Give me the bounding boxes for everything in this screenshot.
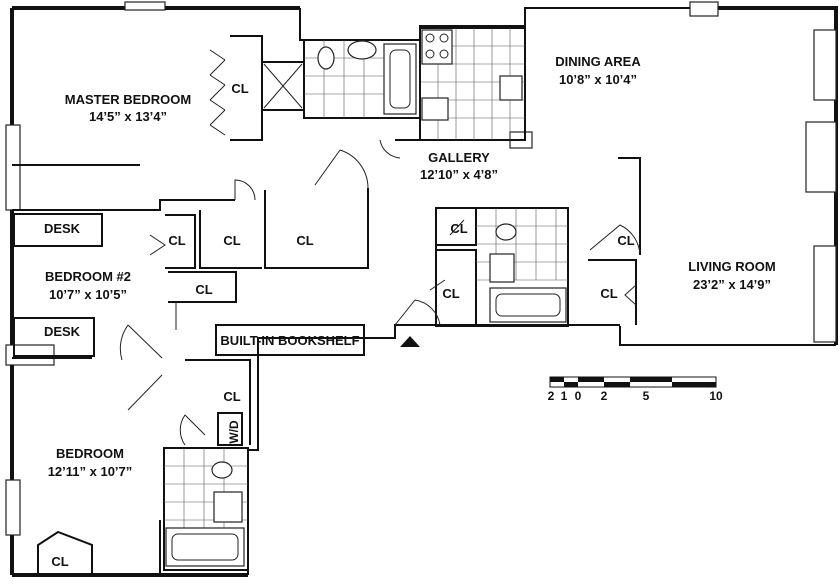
room-name-bedroom-2: BEDROOM #2	[45, 269, 131, 284]
closet-label: CL	[450, 221, 467, 236]
bookshelf-label: BUILT-IN BOOKSHELF	[220, 333, 359, 348]
room-name-gallery: GALLERY	[428, 150, 490, 165]
closet-label: CL	[617, 233, 634, 248]
closet-label: CL	[168, 233, 185, 248]
desk-label: DESK	[44, 221, 81, 236]
scale-tick-label: 0	[575, 389, 582, 403]
room-dims-bedroom: 12’11” x 10’7”	[48, 464, 133, 479]
room-dims-living-room: 23’2” x 14’9”	[693, 277, 771, 292]
hall-bath	[476, 208, 568, 323]
master-bath	[303, 39, 421, 119]
closet-label: CL	[223, 233, 240, 248]
entrance-marker	[400, 336, 420, 347]
closet-label: CL	[442, 286, 459, 301]
room-name-master-bedroom: MASTER BEDROOM	[65, 92, 191, 107]
room-name-bedroom: BEDROOM	[56, 446, 124, 461]
kitchen	[419, 27, 526, 141]
closet-label: CL	[51, 554, 68, 569]
room-dims-master-bedroom: 14’5” x 13’4”	[89, 109, 167, 124]
door-swings	[119, 49, 641, 446]
scale-tick-label: 2	[601, 389, 608, 403]
desk-label: DESK	[44, 324, 81, 339]
closet-labels: CL CL CL CL CL CL CL CL CL CL CL DESK DE…	[44, 81, 635, 569]
washer-dryer-label: W/D	[227, 420, 241, 444]
room-name-living-room: LIVING ROOM	[688, 259, 775, 274]
room-dims-bedroom-2: 10’7” x 10’5”	[49, 287, 127, 302]
closet-label: CL	[296, 233, 313, 248]
scale-tick-label: 5	[643, 389, 650, 403]
closet-label: CL	[231, 81, 248, 96]
room-labels: MASTER BEDROOM 14’5” x 13’4” DINING AREA…	[45, 54, 776, 479]
interior-walls	[12, 35, 641, 575]
room-name-dining-area: DINING AREA	[555, 54, 641, 69]
scale-tick-label: 1	[561, 389, 568, 403]
closet-label: CL	[600, 286, 617, 301]
scale-tick-label: 10	[709, 389, 723, 403]
lower-bath	[163, 447, 249, 571]
scale-bar: 2 1 0 2 5 10	[548, 376, 723, 403]
closet-label: CL	[195, 282, 212, 297]
closet-label: CL	[223, 389, 240, 404]
scale-tick-label: 2	[548, 389, 555, 403]
room-dims-gallery: 12’10” x 4’8”	[420, 167, 498, 182]
room-dims-dining-area: 10’8” x 10’4”	[559, 72, 637, 87]
